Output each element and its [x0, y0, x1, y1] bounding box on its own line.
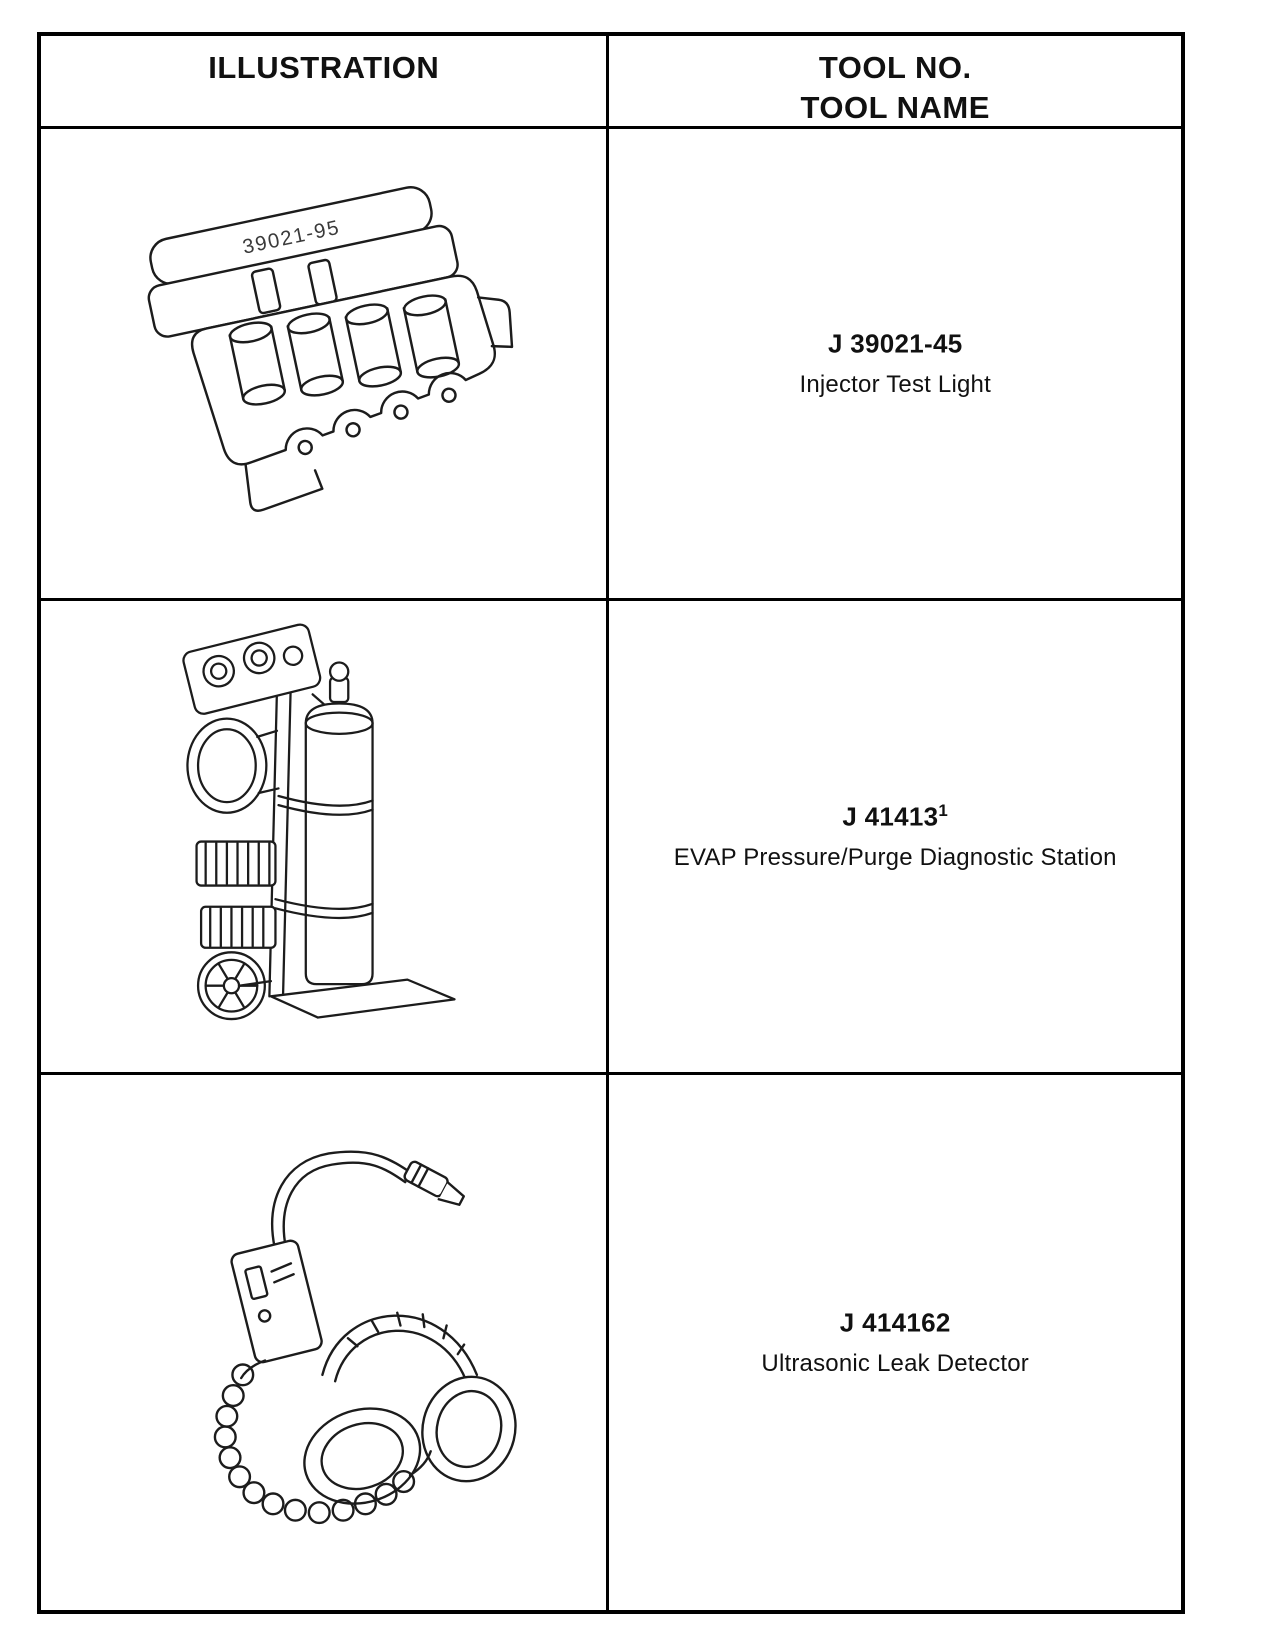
table-row: J 414131 EVAP Pressure/Purge Diagnostic … [41, 598, 1181, 1072]
column-header-illustration-label: ILLUSTRATION [208, 50, 440, 85]
tool-number: J 414162 [840, 1307, 951, 1339]
tool-number-text: J 41413 [842, 801, 939, 832]
tool-info-cell: J 414131 EVAP Pressure/Purge Diagnostic … [606, 601, 1181, 1072]
special-tools-table: ILLUSTRATION TOOL NO. TOOL NAME [37, 32, 1185, 1614]
gooseneck-probe [270, 1149, 415, 1249]
wheel-axle [237, 979, 272, 987]
terminal-hole [440, 387, 457, 403]
tool-info-cell: J 39021-45 Injector Test Light [606, 129, 1181, 598]
column-header-tool: TOOL NO. TOOL NAME [606, 36, 1181, 126]
table-row: J 414162 Ultrasonic Leak Detector [41, 1072, 1181, 1610]
table-row: 39021-95 J 39021-45 Injector Test Light [41, 126, 1181, 598]
tool-number: J 39021-45 [828, 328, 963, 360]
cart-wheel [196, 950, 266, 1020]
tool-name: Injector Test Light [799, 371, 991, 399]
terminal-hole [297, 439, 313, 456]
gauge-panel [182, 622, 322, 715]
tool-number: J 414131 [842, 801, 948, 833]
cart-frame-post [281, 688, 292, 997]
column-header-illustration: ILLUSTRATION [41, 36, 606, 126]
terminal-hole [345, 422, 361, 438]
cylinder-shoulder [304, 710, 374, 735]
terminal-hole [392, 404, 409, 420]
ear-cup-left [302, 1406, 421, 1505]
column-header-tool-no: TOOL NO. [818, 50, 972, 85]
column-header-tool-name: TOOL NAME [800, 90, 990, 126]
cart-basket-upper [195, 839, 277, 887]
detector-body [230, 1239, 323, 1363]
tool-name: EVAP Pressure/Purge Diagnostic Station [673, 844, 1117, 872]
injector-test-light-illustration: 39021-95 [147, 186, 513, 512]
ultrasonic-leak-detector-illustration [213, 1149, 517, 1524]
probe-tip [403, 1160, 465, 1206]
handle-brace [257, 786, 280, 794]
tool-info-cell: J 414162 Ultrasonic Leak Detector [606, 1075, 1181, 1610]
connector-cylinders [228, 294, 460, 406]
cylinder-straps [274, 794, 374, 919]
illustration-cell-evap-station [41, 601, 606, 1072]
connector-slot [250, 267, 282, 315]
cart-handle-loop [186, 717, 268, 814]
table-header-row: ILLUSTRATION TOOL NO. TOOL NAME [41, 36, 1181, 126]
headphones-headband [320, 1311, 478, 1382]
illustration-cell-injector-test-light: 39021-95 [41, 129, 606, 598]
cart-base-platform [269, 977, 456, 1019]
tool-number-superscript: 1 [938, 800, 949, 820]
coiled-cord [213, 1358, 432, 1524]
ear-cup-right [420, 1375, 517, 1482]
valve-knob [328, 660, 350, 682]
connector-foot [244, 463, 324, 512]
cart-basket-lower [199, 905, 277, 949]
tool-number-text: J 414162 [839, 1307, 951, 1338]
evap-diagnostic-station-illustration [182, 622, 456, 1020]
gas-cylinder [304, 701, 374, 985]
connector-tab [476, 296, 513, 349]
handle-brace [255, 729, 278, 738]
tool-number-text: J 39021-45 [827, 328, 963, 359]
cart-handle-loop-inner [196, 727, 257, 803]
illustration-cell-ultrasonic-leak-detector [41, 1075, 606, 1610]
tool-name: Ultrasonic Leak Detector [761, 1350, 1030, 1378]
